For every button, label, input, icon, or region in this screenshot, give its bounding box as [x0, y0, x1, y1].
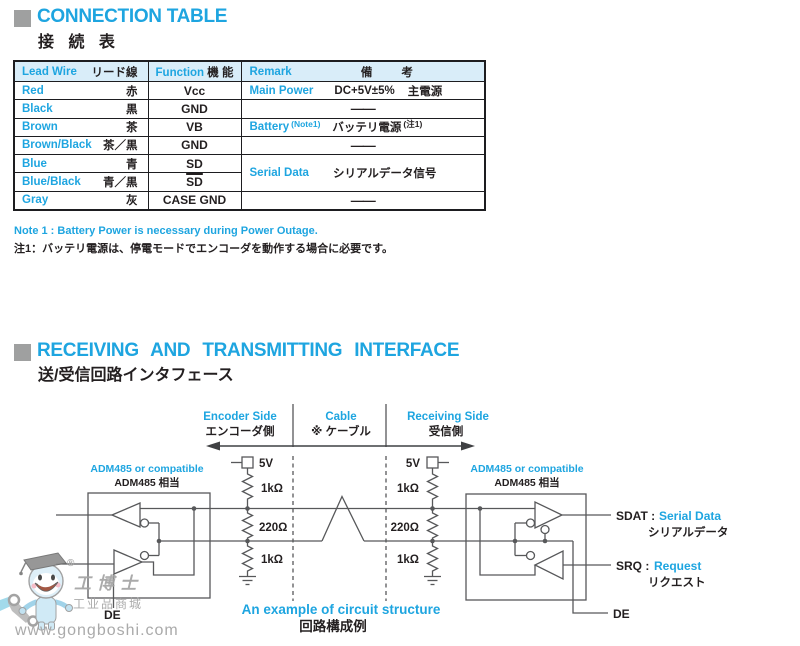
zone-label-receiving-ja: 受信側	[429, 424, 464, 438]
note-1-en: Note 1 : Battery Power is necessary duri…	[14, 225, 318, 237]
left-5v-label: 5V	[259, 458, 273, 470]
watermark-tagline: 工业品商城	[73, 596, 143, 611]
left-de-label: DE	[104, 608, 121, 622]
right-5v-supply-symbol	[426, 456, 439, 469]
left-receiver-triangle-icon	[110, 502, 141, 528]
section2-title: RECEIVING AND TRANSMITTING INTERFACE	[37, 340, 460, 361]
watermark-url: www.gongboshi.com	[14, 622, 179, 639]
diagram-caption-en: An example of circuit structure	[242, 602, 441, 617]
diagram-caption-ja: 回路構成例	[299, 618, 367, 634]
watermark-mascot-icon	[18, 552, 73, 631]
right-chip-label-en: ADM485 or compatible	[470, 463, 583, 475]
col-header-function: Function 機 能	[147, 60, 242, 82]
right-resistor-1k-top	[426, 468, 439, 509]
left-5v-supply-symbol	[241, 456, 254, 469]
left-driver-triangle-icon	[113, 549, 144, 575]
sdat-label-ja: シリアルデータ	[648, 525, 728, 539]
watermark-logo: ® 工博士 工业品商城 www.gongboshi.com	[0, 552, 179, 639]
right-enable-bubble-mid	[540, 524, 550, 535]
srq-label: SRQ :	[616, 559, 649, 573]
srq-label-ja: リクエスト	[648, 576, 706, 589]
note-1-ja: 注1：バッテリ電源は、停電モードでエンコーダを動作する場合に必要です。	[14, 243, 394, 255]
right-de-route	[572, 541, 608, 614]
left-r2-label: 220Ω	[259, 522, 287, 534]
right-de-label: DE	[613, 607, 630, 621]
right-resistor-220	[426, 508, 439, 541]
zone-label-cable-en: Cable	[325, 411, 356, 423]
left-r3-label: 1kΩ	[261, 554, 283, 566]
watermark-name: 工博士	[74, 574, 143, 593]
section2-bullet-square	[14, 344, 31, 361]
right-driver-triangle-icon	[533, 549, 564, 581]
srq-label-en: Request	[654, 559, 701, 573]
right-chip-label-ja: ADM485 相当	[494, 476, 559, 489]
arrow-right-icon	[461, 441, 475, 451]
zone-label-encoder-ja: エンコーダ側	[206, 424, 275, 438]
right-chip-box	[465, 493, 587, 601]
zone-label-cable-ja: ※ ケーブル	[311, 424, 371, 438]
sdat-label: SDAT :	[616, 509, 655, 523]
left-resistor-1k-top	[241, 468, 254, 509]
right-r3-label: 1kΩ	[397, 554, 419, 566]
right-5v-label: 5V	[406, 458, 420, 470]
left-resistor-1k-bottom	[241, 541, 254, 576]
section1-bullet-square	[14, 10, 31, 27]
right-enable-bubble-top	[525, 518, 536, 528]
right-r1-label: 1kΩ	[397, 483, 419, 495]
section1-subtitle-ja: 接 続 表	[38, 34, 120, 51]
left-chip-label-ja: ADM485 相当	[114, 476, 179, 489]
diagram-labels: Encoder Side エンコーダ側 Cable ※ ケーブル Receivi…	[90, 411, 728, 634]
registered-mark: ®	[67, 558, 75, 569]
left-chip-label-en: ADM485 or compatible	[90, 463, 203, 475]
section1-title: CONNECTION TABLE	[37, 6, 228, 27]
twisted-pair-cross	[321, 494, 365, 542]
left-enable-bubble-top	[139, 518, 150, 528]
right-receiver-triangle-icon	[534, 500, 564, 530]
left-enable-bubble-bottom	[139, 550, 150, 561]
left-r1-label: 1kΩ	[261, 483, 283, 495]
zone-label-encoder-en: Encoder Side	[203, 411, 277, 423]
right-ground-icon	[424, 575, 441, 586]
sdat-label-en: Serial Data	[659, 509, 721, 523]
section2-subtitle-ja: 送/受信回路インタフェース	[38, 367, 234, 384]
left-ground-icon	[239, 575, 256, 586]
right-resistor-1k-bottom	[426, 541, 439, 576]
graduation-cap-icon	[23, 552, 67, 571]
left-resistor-220	[241, 508, 254, 541]
circuit-lines	[56, 404, 611, 614]
junction-dots	[156, 506, 548, 544]
left-chip-box	[87, 492, 211, 599]
right-r2-label: 220Ω	[391, 522, 419, 534]
right-enable-bubble-bottom	[525, 550, 536, 561]
arrow-left-icon	[206, 441, 220, 451]
zone-label-receiving-en: Receiving Side	[407, 411, 489, 423]
